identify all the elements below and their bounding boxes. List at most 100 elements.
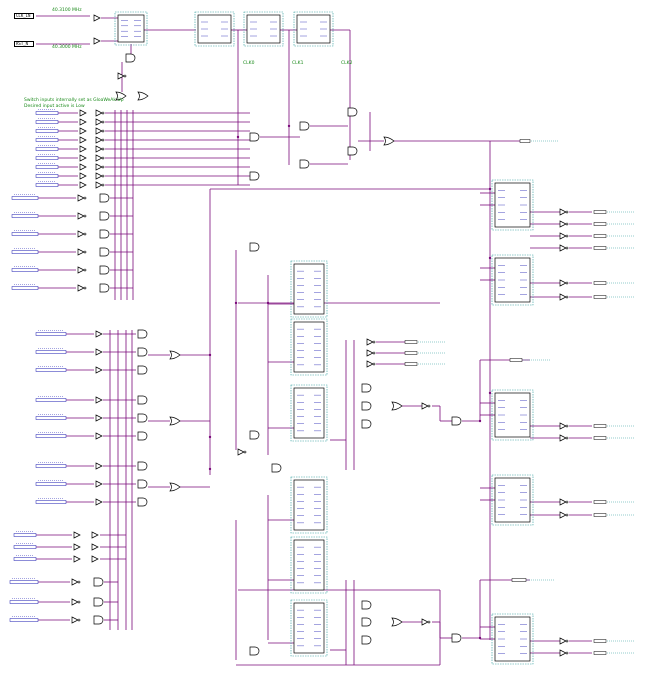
lower-or	[391, 617, 403, 627]
decode-and-5	[347, 107, 358, 117]
shift-register-5	[293, 602, 325, 654]
inverter-bubble	[101, 120, 105, 124]
select-and-1	[93, 597, 104, 607]
enable-buffer-b-2	[91, 555, 99, 563]
lower-switch-inverter-0	[77, 194, 85, 202]
lower-switch-and-4	[99, 265, 110, 275]
group-0-buffer-2	[95, 366, 103, 374]
group-0-and-2	[137, 365, 148, 375]
input-port-clk[interactable]: CLK_IN	[14, 13, 34, 19]
cluster-inverter	[421, 402, 429, 410]
output-pin-0	[593, 210, 607, 214]
block-outline	[491, 254, 534, 306]
output-pin-5	[593, 295, 607, 299]
input-port-reset[interactable]: RST_N	[14, 41, 34, 47]
inverter-bubble	[123, 74, 127, 78]
lower-and-4	[451, 633, 462, 643]
group-1-input-pin-1	[35, 416, 67, 420]
group-0-or	[169, 350, 181, 360]
output-inverter-6	[559, 422, 567, 430]
output-inverter-4	[559, 279, 567, 287]
lower-switch-and-0	[99, 193, 110, 203]
lower-switch-and-2	[99, 229, 110, 239]
output-inverter-0	[559, 208, 567, 216]
output-pin-4	[593, 281, 607, 285]
decode-and-2	[299, 121, 310, 131]
inverter-bubble	[565, 424, 569, 428]
decode-and-3	[299, 159, 310, 169]
shift-register-1	[293, 321, 325, 373]
block-outline	[293, 11, 334, 47]
enable-input-pin-2	[13, 557, 37, 561]
mux-inverter-0	[366, 338, 374, 346]
inverter-bubble	[77, 600, 81, 604]
block-layer	[114, 11, 534, 665]
mux-output-1	[404, 351, 418, 355]
mux-output-0	[404, 340, 418, 344]
inverter-bubble	[372, 340, 376, 344]
switch-inverter-3	[95, 136, 103, 144]
output-pin-6	[593, 424, 607, 428]
lower-switch-and-5	[99, 283, 110, 293]
switch-input-pin-3	[35, 138, 59, 142]
group-2-and-1	[137, 479, 148, 489]
group-1-or	[169, 416, 181, 426]
inverter-bubble	[565, 222, 569, 226]
inverter-bubble	[565, 234, 569, 238]
enable-input-pin-0	[13, 533, 37, 537]
lower-switch-pin-2	[11, 232, 39, 236]
group-0-and-0	[137, 329, 148, 339]
switch-input-buffer-5	[79, 154, 87, 162]
output-pin-7	[593, 436, 607, 440]
inverter-bubble	[565, 210, 569, 214]
group-1-and-0	[137, 395, 148, 405]
mid-and-bottom	[249, 646, 260, 656]
inverter-bubble	[83, 268, 87, 272]
group-2-buffer-1	[95, 480, 103, 488]
cluster-and-4	[451, 416, 462, 426]
cluster-output	[509, 358, 523, 362]
inverter-bubble	[372, 351, 376, 355]
block-outline	[290, 536, 328, 594]
lower-and-1	[361, 600, 372, 610]
output-pin-9	[593, 513, 607, 517]
inverter-bubble	[565, 651, 569, 655]
inverter-bubble	[101, 183, 105, 187]
lower-and-2	[361, 617, 372, 627]
group-2-input-pin-1	[35, 482, 67, 486]
select-and-2	[93, 615, 104, 625]
inverter-bubble	[101, 174, 105, 178]
output-inverter-10	[559, 637, 567, 645]
block-outline	[290, 384, 328, 442]
lower-switch-inverter-2	[77, 230, 85, 238]
inverter-bubble	[565, 500, 569, 504]
lower-switch-pin-4	[11, 268, 39, 272]
select-input-pin-1	[9, 600, 39, 604]
select-and-0	[93, 577, 104, 587]
enable-buffer-a-0	[73, 531, 81, 539]
group-2-input-pin-0	[35, 464, 67, 468]
switch-input-buffer-7	[79, 172, 87, 180]
mid-and-lower	[271, 463, 282, 473]
group-0-input-pin-0	[35, 332, 67, 336]
switch-note-2: Desired input active is Low	[24, 104, 85, 109]
wire-junction	[266, 301, 270, 305]
mid-and-top	[249, 242, 260, 252]
oscillator-note-1: 40.3100 MHz	[52, 8, 82, 13]
lower-output	[511, 578, 527, 582]
mux-inverter-2	[366, 360, 374, 368]
select-input-pin-0	[9, 580, 39, 584]
output-inverter-11	[559, 649, 567, 657]
group-0-input-pin-2	[35, 368, 67, 372]
switch-inverter-6	[95, 163, 103, 171]
wire-junction	[478, 419, 482, 423]
decode-output	[519, 139, 531, 143]
block-outline	[290, 599, 328, 657]
switch-input-buffer-6	[79, 163, 87, 171]
group-1-and-1	[137, 413, 148, 423]
inverter-bubble	[83, 250, 87, 254]
pll-block	[117, 14, 145, 43]
switch-input-buffer-2	[79, 127, 87, 135]
